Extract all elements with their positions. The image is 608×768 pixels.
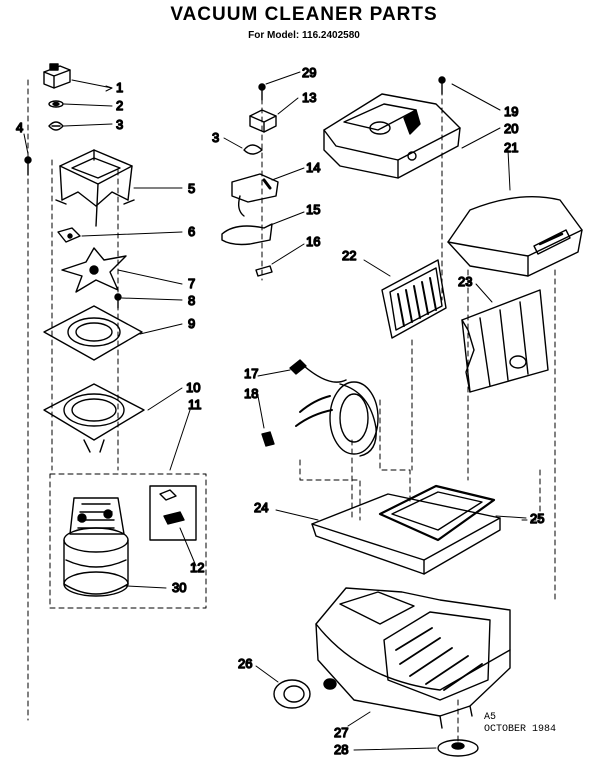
callout-23: 23 [458,274,472,289]
callout-20: 20 [504,121,518,136]
part-28-caster [437,739,479,757]
part-24-tray [311,493,501,575]
part-3-clip [48,121,64,131]
callout-25: 25 [530,511,544,526]
part-29-screw [258,83,266,101]
callout-24: 24 [254,500,268,515]
callout-16: 16 [306,234,320,249]
part-5-frame [55,149,135,227]
callout-15: 15 [306,202,320,217]
part-1-switch [43,63,71,89]
callout-21: 21 [504,140,518,155]
callout-29: 29 [302,65,316,80]
part-12-brushes [149,485,197,541]
part-15-link [221,223,273,246]
callout-6: 6 [188,224,195,239]
callout-27: 27 [334,725,348,740]
model-number: For Model: 116.2402580 [248,30,360,41]
part-17-cord [289,359,379,457]
callout-1: 1 [116,80,123,95]
callouts: 1 2 3 4 5 6 7 8 9 10 11 12 30 29 13 3 14… [15,64,545,757]
callout-8: 8 [188,293,195,308]
callout-30: 30 [172,580,186,595]
callout-3-middle: 3 [212,130,219,145]
callout-10: 10 [186,380,200,395]
callout-9: 9 [188,316,195,331]
callout-11: 11 [188,397,202,412]
callout-22: 22 [342,248,356,263]
part-22-filter [381,259,447,339]
callout-28: 28 [334,742,348,757]
callout-7: 7 [188,276,195,291]
part-10-gasket [43,383,145,453]
part-19-screw [438,76,446,95]
part-14-lever [231,173,279,217]
callout-14: 14 [306,160,320,175]
stamp-code: A5 [484,712,497,723]
callout-26: 26 [238,656,252,671]
callout-19: 19 [504,104,518,119]
callout-5: 5 [188,181,195,196]
callout-3: 3 [116,117,123,132]
assembly-lines [27,79,556,746]
callout-4: 4 [16,120,23,135]
callout-17: 17 [244,366,258,381]
part-8-screw [114,293,122,309]
part-25-gasket [378,484,496,542]
callout-13: 13 [302,90,316,105]
part-13-button [249,109,277,133]
diagram-title: VACUUM CLEANER PARTS [170,4,438,25]
part-3-clip-middle [243,144,263,155]
callout-12: 12 [190,560,204,575]
part-23-dust-bag [461,289,549,393]
part-18-clip [261,431,275,447]
leader-lines [23,71,527,751]
part-30-motor [63,497,129,597]
part-7-fan [61,247,127,293]
callout-18: 18 [244,386,258,401]
part-2-washer [48,100,64,108]
part-9-plate [43,305,143,361]
part-6-clip [57,227,81,243]
stamp-date: OCTOBER 1984 [484,724,557,735]
part-20-top-housing [323,93,461,179]
callout-2: 2 [116,98,123,113]
motor-kit-box [49,473,207,609]
part-27-canister [315,587,511,729]
part-26-wheel [273,678,337,709]
date-stamp: A5 OCTOBER 1984 [484,712,556,736]
part-16-spring [255,265,273,277]
part-21-bag-cover [447,196,583,277]
part-4-screw [24,156,32,176]
